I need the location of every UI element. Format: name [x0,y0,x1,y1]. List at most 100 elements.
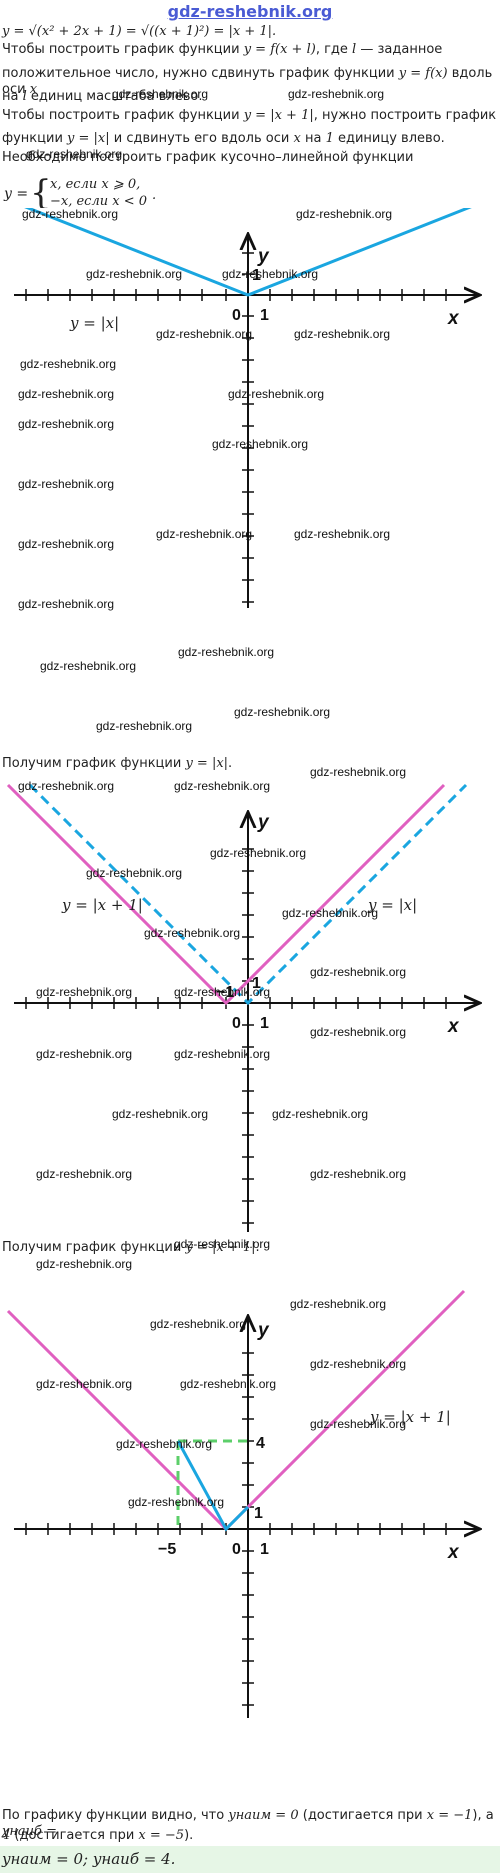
math-span: l [352,42,357,57]
watermark-text: gdz-reshebnik.org [210,846,307,860]
x-axis-ticks [25,997,447,1009]
y-four-label: 4 [256,1435,265,1452]
text-span: . [255,1240,260,1255]
watermark-text: gdz-reshebnik.org [18,387,115,401]
formula-line: y = √(x² + 2x + 1) = √((x + 1)²) = |x + … [2,24,277,39]
x-axis-label: x [447,308,460,329]
text-span: — заданное [360,42,443,57]
watermark-text: gdz-reshebnik.org [112,1107,209,1121]
watermark-text: gdz-reshebnik.org [112,87,209,101]
watermark-text: gdz-reshebnik.org [294,327,391,341]
paragraph-line-2: Чтобы построить график функции y = f(x +… [2,42,498,58]
y-axis-label: y [257,812,270,833]
watermark-text: gdz-reshebnik.org [156,327,253,341]
text-span: ). [184,1828,194,1843]
text-span: , где [315,42,348,57]
watermark-text: gdz-reshebnik.org [18,477,115,491]
watermark-text: gdz-reshebnik.org [310,1025,407,1039]
watermark-text: gdz-reshebnik.org [86,866,183,880]
watermark-text: gdz-reshebnik.org [20,357,117,371]
curve-label-dashed: y = |x| [367,896,417,914]
text-span: По графику функции видно, что [2,1808,225,1823]
x-one-label: 1 [260,1015,269,1032]
piecewise-case-1: x, если x ⩾ 0, [50,177,141,192]
watermark-text: gdz-reshebnik.org [116,1437,213,1451]
math-span: x = −1 [426,1808,473,1823]
watermark-text: gdz-reshebnik.org [36,1047,133,1061]
watermark-text: gdz-reshebnik.org [36,1167,133,1181]
graph-line-abs-x [24,208,472,297]
y-one-label: 1 [252,975,261,992]
math-span: y = f(x + l) [243,42,316,57]
math-span: yнаиб = [2,1824,57,1839]
watermark-text: gdz-reshebnik.org [290,1297,387,1311]
watermark-text: gdz-reshebnik.org [174,985,271,999]
x-minus-one-label: −1 [216,984,234,1001]
text-span: Чтобы построить график функции [2,42,240,57]
curve-label: y = |x| [69,314,119,332]
watermark-text: gdz-reshebnik.org [310,1357,407,1371]
x-one-label: 1 [260,1541,269,1558]
watermark-text: gdz-reshebnik.org [174,1047,271,1061]
text-span: единиц масштаба влево. [30,89,203,104]
text-span: Чтобы построить график функции [2,108,240,123]
y-axis-ticks [242,848,254,1224]
text-span: Получим график функции [2,756,182,771]
watermark-text: gdz-reshebnik.org [18,537,115,551]
watermark-text: gdz-reshebnik.org [36,985,133,999]
text-span: положительное число, нужно сдвинуть граф… [2,66,395,81]
watermark-text: gdz-reshebnik.org [128,1495,225,1509]
watermark-text: gdz-reshebnik.org [156,527,253,541]
math-span: y = |x| [67,131,110,146]
graph-3: y x 0 1 1 −5 4 y = |x + 1| [6,1289,500,1718]
text-span: (достигается при [14,1828,135,1843]
y-one-label: 1 [254,1505,263,1522]
watermark-text: gdz-reshebnik.org [234,705,331,719]
math-span: 1 [325,131,334,146]
piecewise-dot: . [152,188,157,203]
x-minus-five-label: −5 [158,1541,176,1558]
watermark-text: gdz-reshebnik.org [22,207,119,221]
watermark-text: gdz-reshebnik.org [40,659,137,673]
watermark-text: gdz-reshebnik.org [174,779,271,793]
site-title[interactable]: gdz-reshebnik.org [167,2,333,21]
paragraph-line-4: на l единиц масштаба влево. [2,89,498,105]
watermark-text: gdz-reshebnik.org [96,719,193,733]
y-one-label: 1 [252,267,261,284]
caption-2: Получим график функции y = |x + 1|. [2,1240,498,1256]
y-axis-label: y [257,1320,270,1341]
origin-label: 0 [232,307,241,324]
graph-segment-highlight [176,1440,250,1532]
watermark-text: gdz-reshebnik.org [282,906,379,920]
watermark-text: gdz-reshebnik.org [222,267,319,281]
graph-line-abs-x-plus-1 [6,783,446,1006]
x-axis-label: x [447,1016,460,1037]
caption-1: Получим график функции y = |x|. [2,756,498,772]
math-span: x = −5 [138,1828,185,1843]
math-span: y = f(x) [398,66,448,81]
graph-line-abs-x-dashed [28,783,468,1006]
paragraph-line-3: положительное число, нужно сдвинуть граф… [2,66,498,98]
watermark-text: gdz-reshebnik.org [174,1237,271,1251]
watermark-text: gdz-reshebnik.org [294,527,391,541]
math-span: y = |x + 1| [243,108,314,123]
origin-label: 0 [232,1541,241,1558]
x-one-label: 1 [260,307,269,324]
piecewise-case-2: −x, если x < 0 [50,194,148,209]
text-span: вдоль оси [2,66,493,97]
paragraph-line-5: Чтобы построить график функции y = |x + … [2,108,498,124]
watermark-text: gdz-reshebnik.org [310,765,407,779]
piecewise-y: y = [4,186,29,202]
answer-box: yнаим = 0; yнаиб = 4. [0,1846,500,1873]
math-span: y = |x + 1| [185,1240,256,1255]
x-axis-label: x [447,1542,460,1563]
conclusion-line-1: По графику функции видно, что yнаим = 0 … [2,1808,498,1840]
watermark-text: gdz-reshebnik.org [144,926,241,940]
y-axis-label: y [257,246,270,267]
text-span: на [2,89,19,104]
watermark-text: gdz-reshebnik.org [36,1377,133,1391]
math-span: yнаим = 0 [228,1808,299,1823]
watermark-text: gdz-reshebnik.org [296,207,393,221]
y-axis-ticks [242,252,254,603]
watermark-text: gdz-reshebnik.org [180,1377,277,1391]
